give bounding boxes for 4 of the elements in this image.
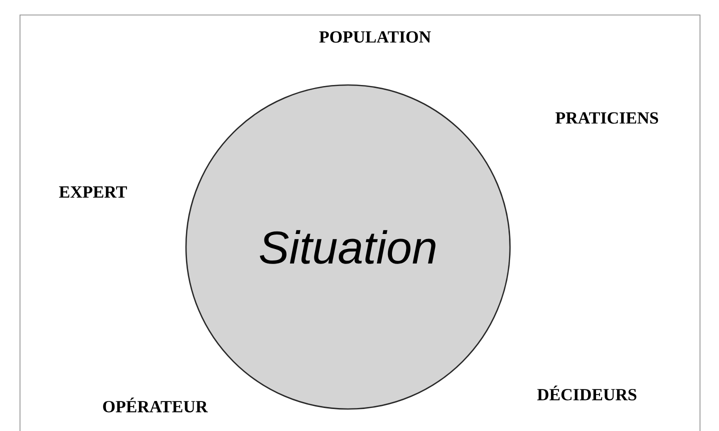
role-label: EXPERT: [59, 186, 127, 198]
role-label: POPULATION: [319, 31, 431, 43]
role-label: PRATICIENS: [556, 112, 658, 124]
role-label: DÉCIDEURS: [537, 386, 636, 400]
